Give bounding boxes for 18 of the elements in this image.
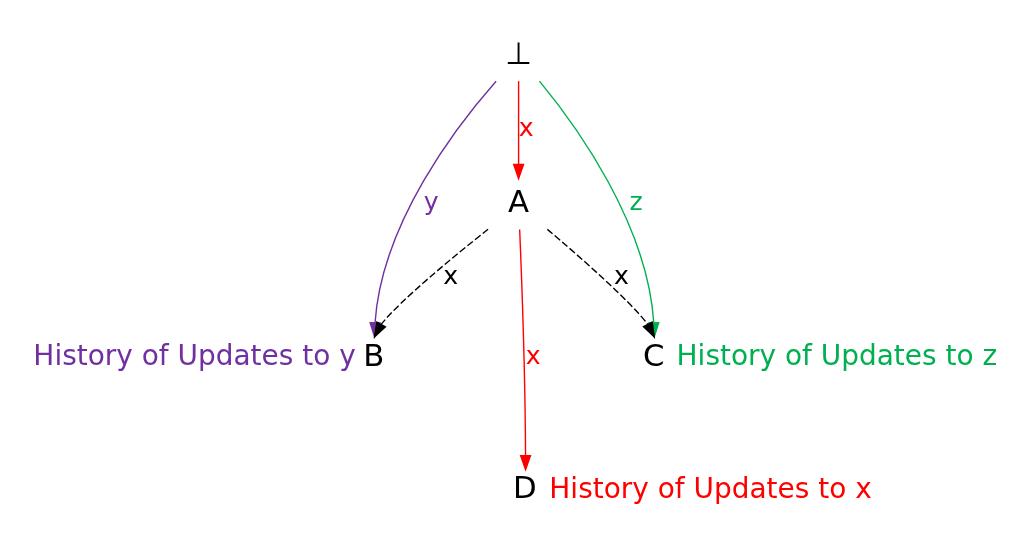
- node-label: History of Updates to z: [676, 338, 998, 372]
- arrow: [546, 228, 656, 339]
- node-text: ⊥: [505, 34, 532, 71]
- edge-label: z: [629, 187, 643, 217]
- edge-label: x: [525, 340, 541, 370]
- arrow: [373, 228, 489, 339]
- node-text: D: [513, 469, 537, 506]
- edge-label: y: [423, 187, 439, 217]
- arrow: [518, 228, 532, 472]
- edge-label: x: [443, 261, 459, 291]
- node-text: C: [643, 336, 665, 373]
- arrow: [512, 80, 525, 181]
- edge-label: x: [518, 113, 534, 143]
- node-text: A: [508, 182, 530, 219]
- node-label: History of Updates to y: [33, 338, 356, 372]
- edge-label: x: [613, 261, 629, 291]
- node-text: B: [363, 336, 385, 373]
- node-label: History of Updates to x: [549, 471, 872, 505]
